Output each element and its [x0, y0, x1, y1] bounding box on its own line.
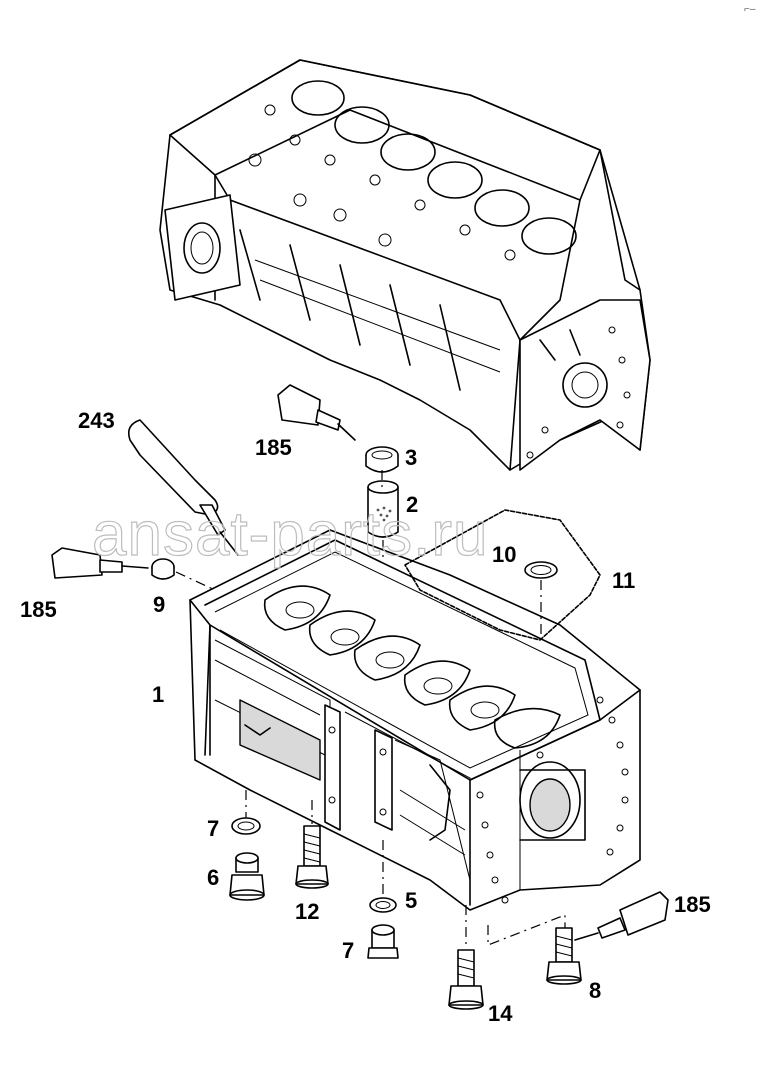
callout-8: 8: [589, 978, 601, 1003]
callout-3: 3: [405, 445, 417, 470]
callout-7-left: 7: [207, 816, 219, 841]
plug-6: [229, 852, 265, 901]
bearing-saddles: [263, 585, 561, 749]
lower-crankcase: [189, 529, 641, 911]
callout-labels: 243 185 3 2 10 11 185 9 1 7 6 12 5 7 185…: [20, 408, 711, 1026]
sealant-tube-243: [127, 419, 239, 556]
front-holes: [526, 326, 631, 459]
bolt-12: [295, 825, 329, 889]
bolt-14: [448, 949, 484, 1010]
callout-12: 12: [295, 899, 319, 924]
plug-7-bottom: [367, 924, 399, 959]
callout-11: 11: [612, 568, 635, 593]
washer-7-left: [231, 817, 261, 835]
gasket-11: [404, 509, 601, 641]
corner-mark: ⌐–: [744, 4, 756, 15]
callout-7-bottom: 7: [342, 938, 354, 963]
assembly-center-lines: [175, 470, 566, 948]
sealant-tube-185-right: [574, 891, 669, 941]
deck-holes: [248, 104, 516, 261]
cylinder-bores: [291, 80, 577, 255]
ring-3: [365, 446, 399, 473]
callout-185-top: 185: [255, 435, 292, 460]
callout-243: 243: [78, 408, 115, 433]
callout-9: 9: [153, 592, 165, 617]
callout-5: 5: [405, 888, 417, 913]
callout-6: 6: [207, 865, 219, 890]
callout-2: 2: [406, 492, 418, 517]
upper-engine-block: [159, 59, 651, 471]
callout-185-left: 185: [20, 597, 57, 622]
watermark-text: ansat-parts.ru: [92, 500, 489, 569]
sealant-tube-185-top: [277, 384, 356, 441]
bolt-8: [546, 927, 582, 985]
callout-14: 14: [488, 1001, 513, 1026]
callout-1: 1: [152, 682, 164, 707]
washer-5: [369, 897, 397, 913]
callout-185-right: 185: [674, 892, 711, 917]
end-face-holes: [476, 696, 629, 904]
plug-9: [151, 558, 175, 580]
callout-10: 10: [492, 542, 516, 567]
sleeve-2: [367, 480, 399, 538]
sealant-tube-185-left: [51, 547, 149, 579]
seal-ring-10: [524, 561, 558, 579]
